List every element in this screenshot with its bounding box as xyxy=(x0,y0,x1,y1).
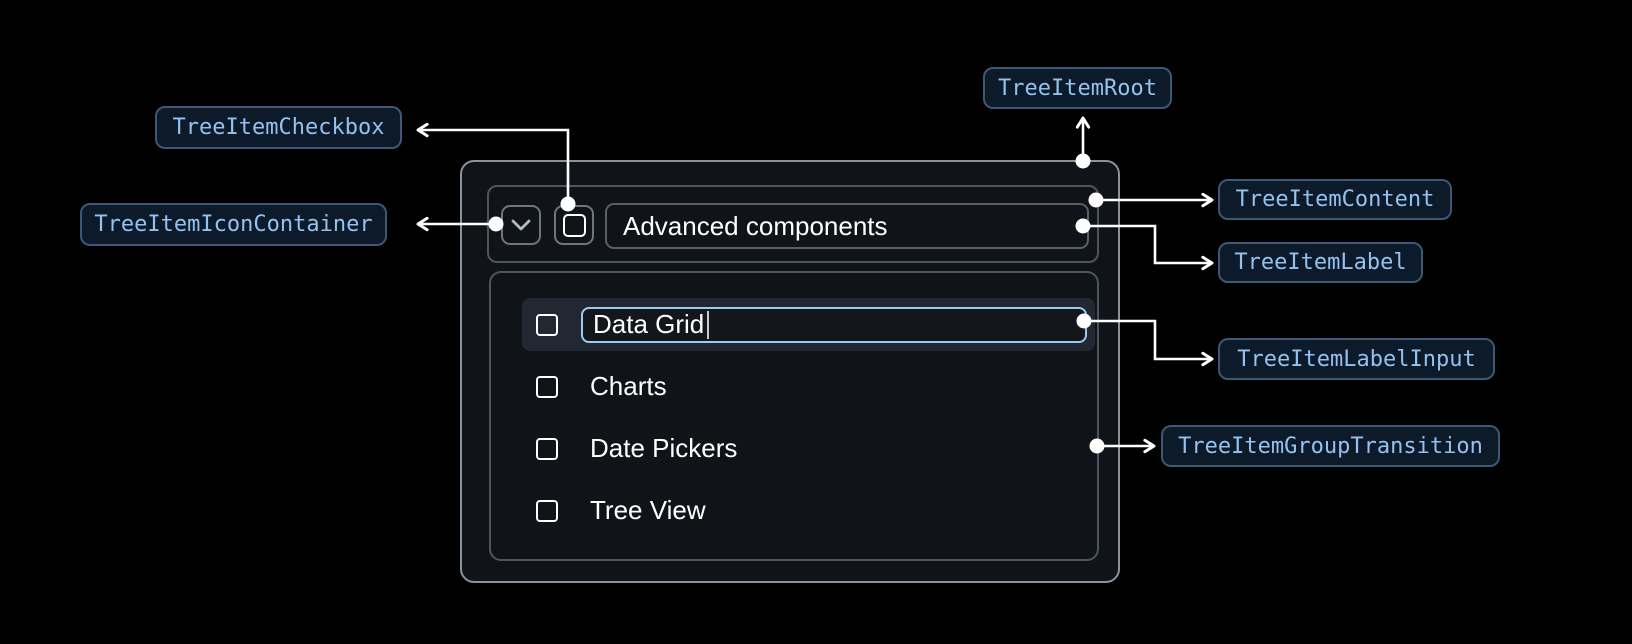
tree-item-group-transition: Data Grid Charts Date Pickers Tree View xyxy=(489,271,1099,561)
annotation-tree-item-label: TreeItemLabel xyxy=(1218,242,1423,283)
chevron-down-icon xyxy=(511,219,531,231)
tree-item-label-text: Charts xyxy=(590,371,667,401)
annotation-tree-item-label-input: TreeItemLabelInput xyxy=(1218,338,1495,380)
tree-item-label-input[interactable]: Data Grid xyxy=(581,306,1087,343)
label-input-value: Data Grid xyxy=(593,309,705,339)
annotation-tree-item-group-transition: TreeItemGroupTransition xyxy=(1161,425,1500,467)
annotation-tree-item-content: TreeItemContent xyxy=(1218,179,1452,220)
tree-item-checkbox[interactable] xyxy=(554,205,594,245)
tree-item-label-text: Advanced components xyxy=(623,211,888,241)
tree-item-icon-container[interactable] xyxy=(501,205,541,245)
checkbox-unchecked-icon[interactable] xyxy=(536,437,558,460)
tree-item-content[interactable]: Advanced components xyxy=(487,185,1099,263)
annotation-tree-item-icon-container: TreeItemIconContainer xyxy=(80,203,387,246)
tree-item-row[interactable]: Data Grid xyxy=(522,298,1095,351)
tree-item-row[interactable]: Charts xyxy=(491,360,1097,413)
tree-item-row[interactable]: Date Pickers xyxy=(491,422,1097,475)
tree-item-label[interactable]: Advanced components xyxy=(605,203,1089,249)
tree-item-row[interactable]: Tree View xyxy=(491,484,1097,537)
checkbox-unchecked-icon[interactable] xyxy=(536,313,558,336)
tree-item-label-text: Tree View xyxy=(590,495,706,525)
checkbox-unchecked-icon xyxy=(562,213,586,237)
tree-item-root: Advanced components Data Grid Charts Dat… xyxy=(460,160,1120,583)
tree-item-label-text: Date Pickers xyxy=(590,433,738,463)
checkbox-unchecked-icon[interactable] xyxy=(536,375,558,398)
checkbox-unchecked-icon[interactable] xyxy=(536,499,558,522)
annotation-tree-item-checkbox: TreeItemCheckbox xyxy=(155,106,402,149)
text-caret-icon xyxy=(707,310,710,339)
annotation-tree-item-root: TreeItemRoot xyxy=(983,67,1172,109)
